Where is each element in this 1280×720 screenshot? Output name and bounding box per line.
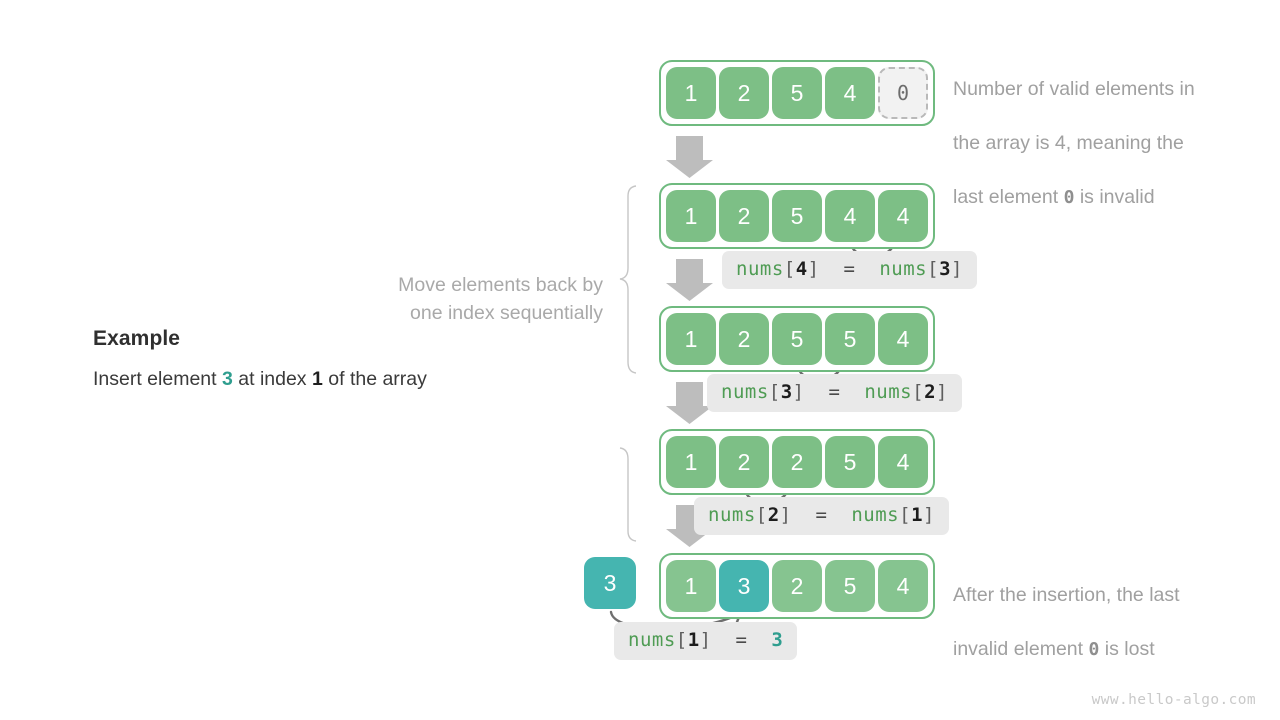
array-cell[interactable]: 2 (719, 313, 769, 365)
code-array-name: nums (879, 258, 928, 280)
watermark: www.hello-algo.com (1091, 692, 1256, 708)
code-array-name: nums (708, 504, 756, 526)
array-cell[interactable]: 4 (878, 190, 928, 242)
code-operator: = (828, 381, 841, 403)
example-insert-index: 1 (311, 368, 323, 390)
down-arrow-1 (666, 136, 713, 178)
code-array-name: nums (851, 504, 900, 526)
grouping-brace (619, 185, 637, 542)
array-cell[interactable]: 5 (825, 313, 875, 365)
array-cell[interactable]: 4 (878, 436, 928, 488)
note-invalid-zero: 0 (1088, 639, 1100, 660)
array-cell[interactable]: 1 (666, 67, 716, 119)
array-cell-invalid[interactable]: 0 (878, 67, 928, 119)
code-lhs-index: 2 (767, 504, 780, 526)
array-cell[interactable]: 1 (666, 436, 716, 488)
array-step-2-shift-5: 1 2 5 5 4 (659, 306, 935, 372)
array-step-3-shift-2: 1 2 2 5 4 (659, 429, 935, 495)
code-label-step-1: nums[4] = nums[3] (722, 251, 977, 289)
code-operator: = (815, 504, 828, 526)
code-rhs-index: 1 (911, 504, 924, 526)
code-array-name: nums (628, 629, 676, 651)
down-arrow-2 (666, 259, 713, 301)
example-middle: at index (232, 368, 312, 390)
code-operator: = (735, 629, 748, 651)
array-cell-inserted[interactable]: 3 (719, 560, 769, 612)
code-label-step-4: nums[1] = 3 (614, 622, 798, 660)
array-step-0-initial: 1 2 5 4 0 (659, 60, 935, 126)
array-cell[interactable]: 5 (825, 560, 875, 612)
array-cell[interactable]: 5 (772, 190, 822, 242)
code-label-step-3: nums[2] = nums[1] (694, 497, 949, 535)
array-cell[interactable]: 1 (666, 190, 716, 242)
page-title: Example (93, 327, 181, 350)
array-cell[interactable]: 4 (825, 67, 875, 119)
note-top-right: Number of valid elements in the array is… (953, 49, 1263, 211)
example-prefix: Insert element (93, 368, 222, 390)
note-line-1: After the insertion, the last (953, 584, 1180, 606)
array-cell[interactable]: 5 (772, 313, 822, 365)
down-arrow-3 (666, 382, 713, 424)
code-array-name: nums (864, 381, 913, 403)
array-cell[interactable]: 4 (825, 190, 875, 242)
code-array-name: nums (721, 381, 769, 403)
note-line-2-prefix: invalid element (953, 638, 1089, 660)
note-line-2-suffix: is lost (1099, 638, 1155, 660)
code-lhs-index: 3 (780, 381, 793, 403)
code-lhs-index: 4 (795, 258, 808, 280)
code-rhs-index: 3 (939, 258, 952, 280)
array-step-4-inserted: 1 3 2 5 4 (659, 553, 935, 619)
array-step-1-shift-4: 1 2 5 4 4 (659, 183, 935, 249)
example-insert-value: 3 (221, 368, 233, 390)
note-line-3-prefix: last element (953, 186, 1064, 208)
array-cell[interactable]: 4 (878, 560, 928, 612)
code-lhs-index: 1 (687, 629, 700, 651)
array-cell[interactable]: 1 (666, 560, 716, 612)
code-label-step-2: nums[3] = nums[2] (707, 374, 962, 412)
note-left-text: Move elements back by one index sequenti… (398, 274, 603, 324)
code-rhs-value: 3 (771, 629, 784, 651)
array-cell[interactable]: 4 (878, 313, 928, 365)
example-description: Insert element 3 at index 1 of the array (93, 368, 427, 391)
array-cell[interactable]: 1 (666, 313, 716, 365)
array-cell[interactable]: 2 (772, 436, 822, 488)
code-rhs-index: 2 (924, 381, 937, 403)
note-line-1: Number of valid elements in (953, 78, 1195, 100)
array-cell[interactable]: 5 (825, 436, 875, 488)
example-suffix: of the array (322, 368, 427, 390)
array-cell[interactable]: 2 (772, 560, 822, 612)
array-cell[interactable]: 2 (719, 190, 769, 242)
note-invalid-zero: 0 (1063, 187, 1075, 208)
code-operator: = (843, 258, 856, 280)
note-bottom-right: After the insertion, the last invalid el… (953, 555, 1263, 663)
note-line-3-suffix: is invalid (1074, 186, 1155, 208)
array-cell[interactable]: 2 (719, 436, 769, 488)
array-cell[interactable]: 2 (719, 67, 769, 119)
insert-source-cell[interactable]: 3 (584, 557, 636, 609)
code-array-name: nums (736, 258, 784, 280)
note-left-middle: Move elements back by one index sequenti… (300, 243, 603, 327)
array-cell[interactable]: 5 (772, 67, 822, 119)
note-line-2: the array is 4, meaning the (953, 132, 1184, 154)
